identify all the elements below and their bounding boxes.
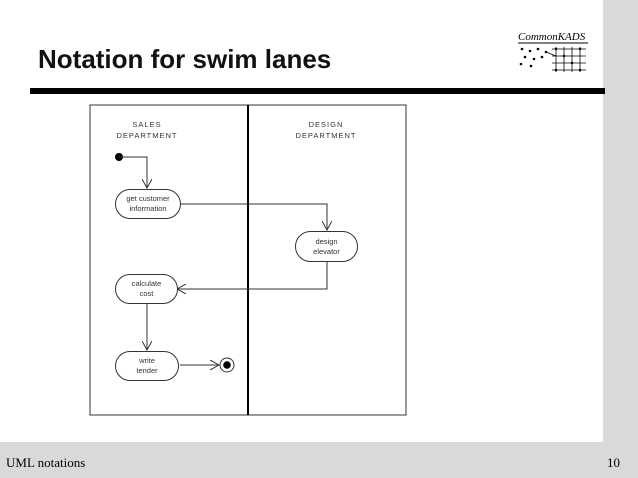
flow-design-to-calculate (177, 261, 328, 289)
lane-sales-title: SALES DEPARTMENT (116, 120, 178, 140)
lane-design-title: DESIGN DEPARTMENT (295, 120, 357, 140)
logo-text: CommonKADS (518, 31, 586, 43)
activity-get-customer-information: get customer information (115, 189, 181, 219)
final-node (219, 357, 235, 373)
commonkads-logo (518, 42, 588, 72)
title-rule (30, 88, 605, 94)
flow-start-to-get-info (119, 156, 147, 188)
slide-canvas (0, 0, 603, 442)
flow-get-info-to-design (180, 203, 327, 230)
activity-calculate-cost: calculate cost (115, 274, 178, 304)
slide-title: Notation for swim lanes (38, 44, 332, 74)
footer-section-label: UML notations (6, 455, 86, 470)
activity-design-elevator: design elevator (295, 231, 358, 262)
activity-write-tender: write tender (115, 351, 179, 381)
page-number: 10 (607, 455, 620, 470)
